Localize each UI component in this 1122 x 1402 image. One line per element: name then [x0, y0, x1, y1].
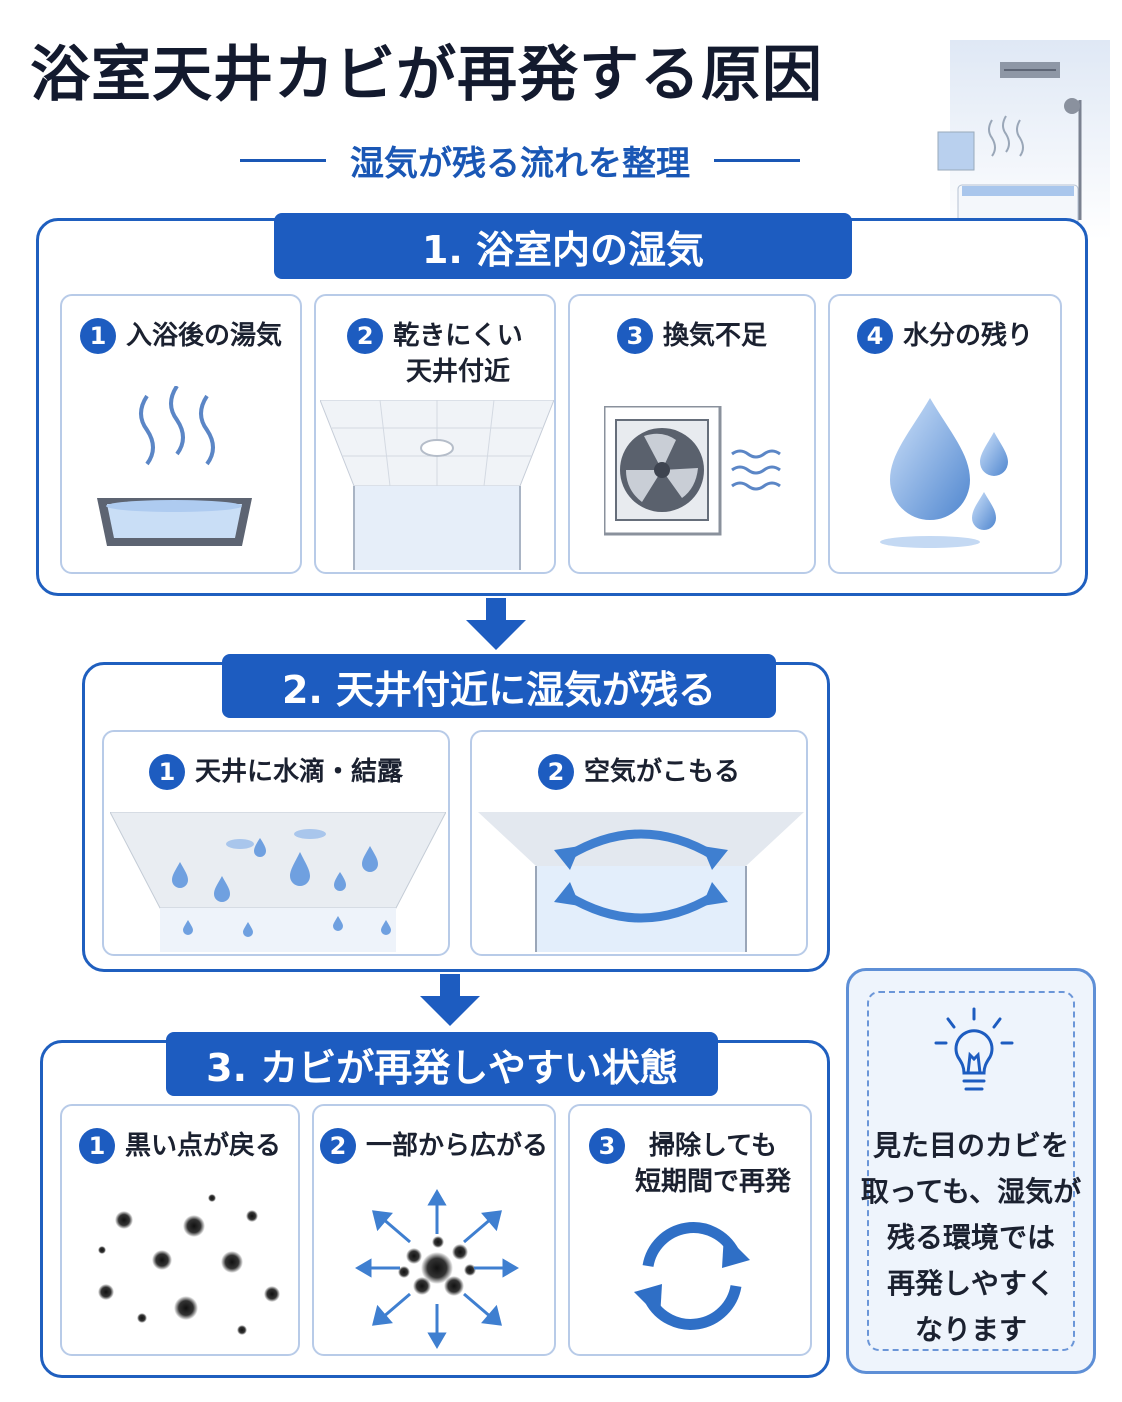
- s1-card-3-number: 3: [616, 318, 653, 354]
- s2-card-1-label: 天井に水滴・結露: [194, 757, 403, 787]
- ceiling-light-icon: [320, 400, 554, 570]
- s1-card-3-label: 換気不足: [662, 321, 767, 351]
- s3-card-3-number: 3: [588, 1128, 625, 1164]
- section-2-heading: 2. 天井付近に湿気が残る: [222, 654, 776, 718]
- subtitle-row: 湿気が残る流れを整理: [180, 136, 860, 185]
- tip-dashed-border: [867, 991, 1075, 1351]
- ventilation-fan-icon: [604, 406, 794, 546]
- s3-card-1-number: 1: [78, 1128, 115, 1164]
- s1-card-4: 4 水分の残り: [828, 294, 1062, 574]
- s1-card-1-number: 1: [79, 318, 116, 354]
- s2-card-2: 2 空気がこもる: [470, 730, 808, 956]
- s3-card-1-label: 黒い点が戻る: [124, 1131, 281, 1161]
- down-arrow-icon: [420, 974, 480, 1026]
- s3-card-3-label: 掃除しても 短期間で再発: [634, 1131, 791, 1197]
- s1-card-2-number: 2: [347, 318, 384, 354]
- s1-card-1: 1 入浴後の湯気: [60, 294, 302, 574]
- bathroom-illustration-icon: [930, 40, 1110, 240]
- section-3-heading: 3. カビが再発しやすい状態: [166, 1032, 718, 1096]
- s2-card-2-label: 空気がこもる: [583, 757, 740, 787]
- tip-box: 見た目のカビを 取っても、湿気が 残る環境では 再発しやすく なります: [846, 968, 1096, 1374]
- page-title: 浴室天井カビが再発する原因: [30, 40, 823, 110]
- subtitle-line-left: [240, 159, 326, 162]
- subtitle: 湿気が残る流れを整理: [350, 144, 690, 184]
- subtitle-line-right: [714, 159, 800, 162]
- s3-card-2: 2 一部から広がる: [312, 1104, 556, 1356]
- s1-card-2-label: 乾きにくい 天井付近: [393, 321, 523, 387]
- recurrence-cycle-icon: [626, 1210, 758, 1342]
- water-drop-icon: [870, 392, 1040, 562]
- s3-card-2-label: 一部から広がる: [365, 1131, 548, 1161]
- s1-card-1-label: 入浴後の湯気: [125, 321, 282, 351]
- down-arrow-icon: [466, 598, 526, 650]
- lightbulb-icon: [934, 1007, 1014, 1107]
- s2-card-2-number: 2: [537, 754, 574, 790]
- s3-card-1: 1 黒い点が戻る: [60, 1104, 300, 1356]
- section-1-heading: 1. 浴室内の湿気: [274, 213, 852, 279]
- s1-card-3: 3 換気不足: [568, 294, 816, 574]
- air-circulation-icon: [478, 812, 804, 952]
- s3-card-2-number: 2: [319, 1128, 356, 1164]
- tip-text: 見た目のカビを 取っても、湿気が 残る環境では 再発しやすく なります: [860, 1129, 1082, 1346]
- ceiling-condensation-icon: [110, 812, 446, 952]
- s1-card-4-label: 水分の残り: [902, 321, 1033, 351]
- s2-card-1-number: 1: [148, 754, 185, 790]
- steaming-bathtub-icon: [92, 386, 272, 556]
- s1-card-4-number: 4: [856, 318, 893, 354]
- mold-spots-icon: [82, 1190, 282, 1350]
- s2-card-1: 1 天井に水滴・結露: [102, 730, 450, 956]
- spreading-mold-icon: [342, 1186, 532, 1350]
